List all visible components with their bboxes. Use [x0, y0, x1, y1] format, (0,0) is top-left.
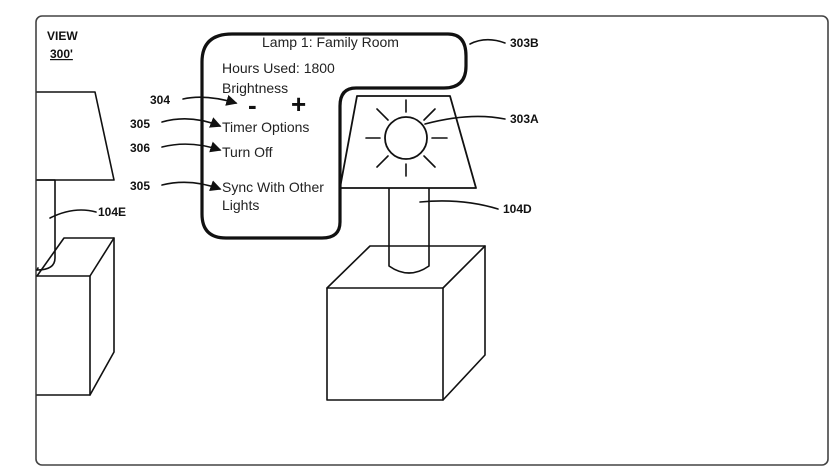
leader-lines — [49, 38, 506, 219]
right-lamp-table — [326, 245, 486, 401]
right-lamp-stem — [388, 185, 430, 274]
ref-306: 306 — [130, 141, 150, 155]
left-lamp-shade — [36, 91, 115, 181]
ref-303b: 303B — [510, 36, 539, 50]
left-lamp-table — [36, 237, 115, 396]
left-lamp-stem — [36, 179, 56, 271]
ref-104e: 104E — [98, 205, 126, 219]
ref-305-sync: 305 — [130, 179, 150, 193]
hours-used-text: Hours Used: 1800 — [222, 60, 335, 76]
lamp-menu-outline — [200, 32, 468, 240]
ref-303a: 303A — [510, 112, 539, 126]
leader-arrow-icon — [161, 94, 238, 191]
view-label: VIEW — [47, 29, 78, 43]
sync-lights-item-line1[interactable]: Sync With Other — [222, 179, 324, 195]
ref-305-timer: 305 — [130, 117, 150, 131]
brightness-label: Brightness — [222, 80, 288, 96]
ref-104d: 104D — [503, 202, 532, 216]
turn-off-item[interactable]: Turn Off — [222, 144, 273, 160]
brightness-increase-button[interactable]: + — [291, 89, 306, 119]
brightness-decrease-button[interactable]: - — [248, 90, 257, 120]
sync-lights-item-line2[interactable]: Lights — [222, 197, 259, 213]
left-lamp[interactable] — [36, 91, 115, 396]
lamp-menu-title: Lamp 1: Family Room — [262, 34, 399, 50]
view-number: 300' — [50, 47, 73, 61]
view-frame — [35, 15, 829, 466]
sun-bulb-icon[interactable] — [365, 99, 448, 177]
ref-304: 304 — [150, 93, 170, 107]
timer-options-item[interactable]: Timer Options — [222, 119, 309, 135]
